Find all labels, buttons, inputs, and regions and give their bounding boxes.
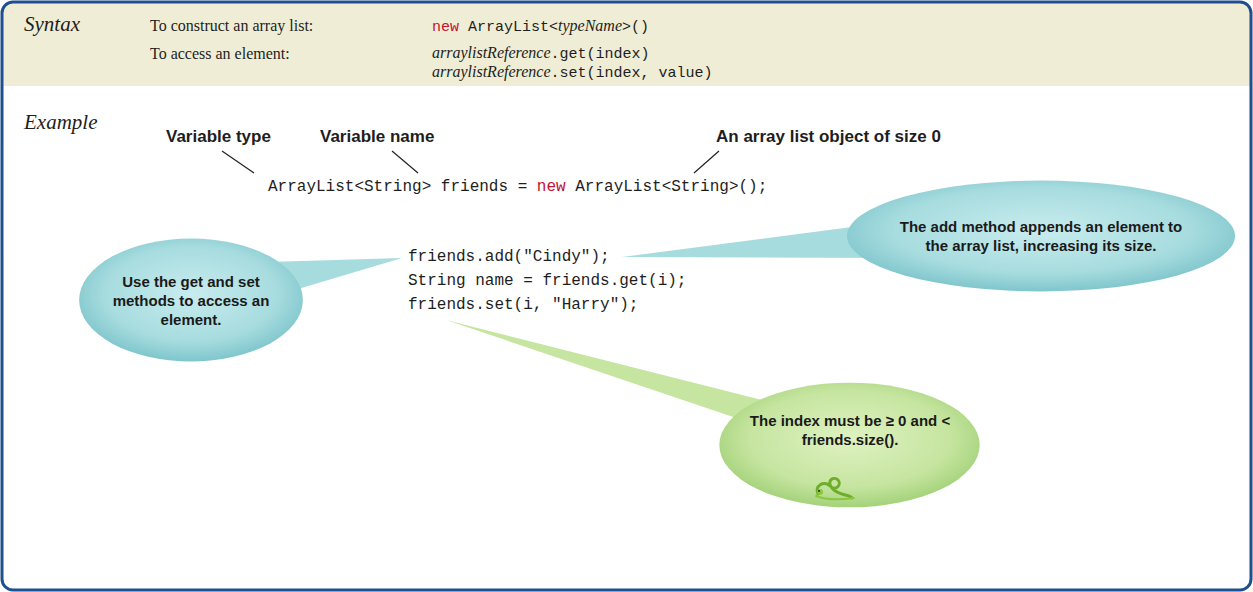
- bubble-shape: [845, 180, 1237, 292]
- callout-bubble: The index must be ≥ 0 and < friends.size…: [718, 382, 981, 508]
- placeholder-name: arraylistReference: [432, 44, 550, 62]
- callout-bubble: The add method appends an element to the…: [845, 180, 1237, 292]
- text-row: ArrayList<String> friends = new ArrayList<…: [268, 178, 767, 196]
- text-row: String name = friends.get(i);: [408, 272, 686, 290]
- code-line: friends.set(i, "Harry");: [408, 296, 638, 314]
- annotation-label: An array list object of size 0: [716, 127, 941, 147]
- code-text: .get(index): [550, 46, 649, 63]
- bubble-text-group: The index must be ≥ 0 and < friends.size…: [745, 411, 955, 449]
- placeholder-name: arraylistReference: [432, 63, 550, 81]
- syntax-description: To construct an array list:: [150, 17, 313, 35]
- text-row: To construct an array list:: [150, 17, 313, 35]
- code-text: ArrayList<: [468, 19, 558, 36]
- keyword: new: [432, 19, 459, 36]
- section-heading: Example: [24, 110, 97, 135]
- callout-bubble: Use the get and set methods to access an…: [78, 238, 304, 362]
- syntax-band: [2, 2, 1251, 86]
- text-row: To access an element:: [150, 45, 290, 63]
- annotation-label: Variable type: [166, 127, 271, 147]
- callout-text: The add method appends an element to the…: [891, 217, 1191, 255]
- text-row: arraylistReference.get(index): [432, 44, 650, 63]
- leader-line: [392, 151, 418, 173]
- text-row: friends.set(i, "Harry");: [408, 296, 638, 314]
- callout-text: Use the get and set methods to access an…: [111, 272, 271, 329]
- text-row: Syntax: [24, 12, 80, 37]
- code-line: String name = friends.get(i);: [408, 272, 686, 290]
- keyword: new: [537, 178, 566, 196]
- text-row: Example: [24, 110, 97, 135]
- snake-icon: [812, 474, 856, 502]
- callout-tail: [446, 320, 762, 422]
- leader-line: [222, 151, 254, 173]
- text-row: Variable type: [166, 127, 271, 147]
- text-row: friends.add("Cindy");: [408, 248, 610, 266]
- code-line: ArrayList<String> friends =: [268, 178, 527, 196]
- bubble-text-group: The add method appends an element to the…: [891, 217, 1191, 255]
- code-text: >(): [622, 19, 649, 36]
- leader-line: [694, 151, 719, 173]
- text-row: new ArrayList<typeName>(): [432, 17, 649, 36]
- text-row: Variable name: [320, 127, 434, 147]
- syntax-description: To access an element:: [150, 45, 290, 63]
- code-line: ArrayList<String>();: [575, 178, 767, 196]
- callout-text: The index must be ≥ 0 and < friends.size…: [745, 411, 955, 449]
- section-heading: Syntax: [24, 12, 80, 37]
- placeholder-name: typeName: [558, 17, 622, 35]
- code-line: friends.add("Cindy");: [408, 248, 610, 266]
- text-row: arraylistReference.set(index, value): [432, 63, 713, 82]
- bubble-text-group: Use the get and set methods to access an…: [111, 272, 271, 329]
- code-text: .set(index, value): [550, 65, 712, 82]
- text-row: An array list object of size 0: [716, 127, 941, 147]
- annotation-label: Variable name: [320, 127, 434, 147]
